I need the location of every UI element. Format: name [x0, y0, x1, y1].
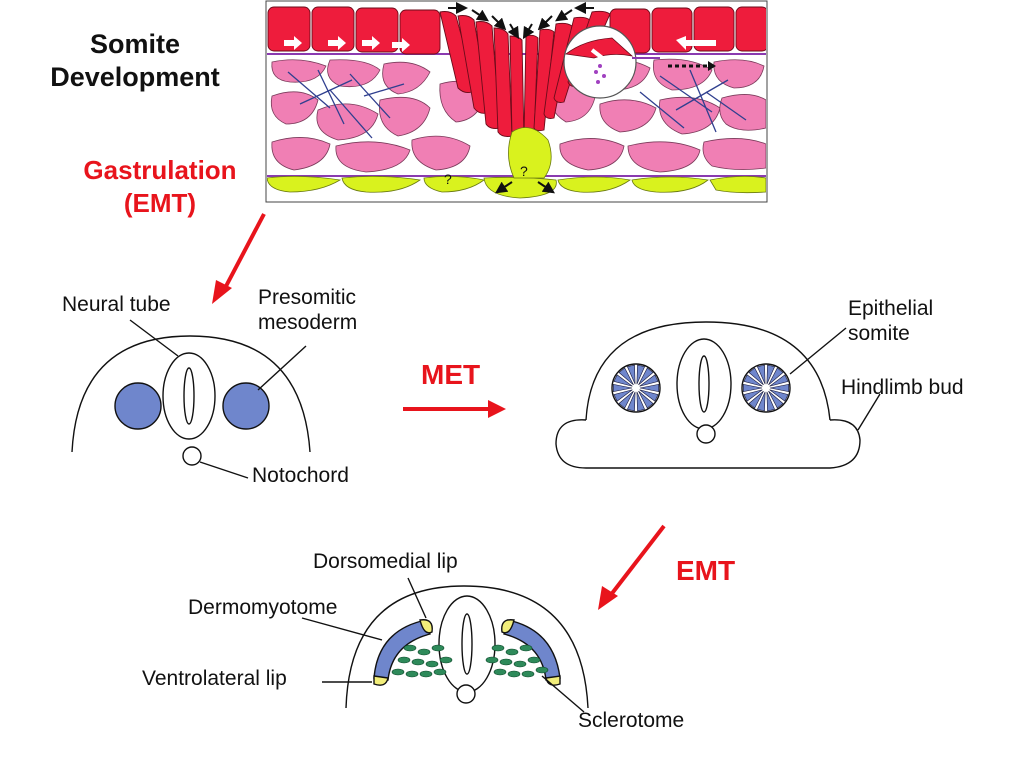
epithelial-somite-left — [611, 363, 661, 413]
neural-tube-label: Neural tube — [62, 293, 171, 316]
epithelial-line-2: somite — [848, 322, 910, 345]
magnified-inset — [563, 25, 660, 99]
hindlimb-pointer — [857, 393, 881, 431]
emt-label: EMT — [676, 555, 736, 586]
neural-tube-1 — [162, 352, 216, 440]
met-label: MET — [421, 359, 481, 390]
embryo-outline-1 — [71, 335, 311, 453]
dermomyotome-label: Dermomyotome — [188, 596, 338, 619]
dorsomedial-pointer — [407, 577, 427, 619]
notochord-1 — [182, 446, 202, 466]
gastrulation-line-2: (EMT) — [123, 188, 197, 218]
epithelial-somite-label: Epithelial somite — [848, 296, 933, 346]
dorsomedial-lip-label: Dorsomedial lip — [313, 550, 458, 573]
question-mark-left: ? — [444, 171, 452, 187]
sclerotome-cells — [391, 644, 549, 678]
neural-canal-1 — [183, 367, 195, 425]
stage3-section — [301, 577, 589, 713]
question-mark-center: ? — [520, 163, 528, 179]
sclerotome-pointer — [541, 675, 585, 713]
emt-arrow — [598, 524, 666, 610]
embryo-outline-3 — [345, 585, 589, 709]
met-arrow — [403, 400, 506, 418]
gastrulation-label: Gastrulation (EMT) — [50, 154, 270, 220]
dermomyotome-pointer — [301, 617, 383, 641]
neural-tube-3 — [438, 595, 496, 693]
gastrulation-line-1: Gastrulation — [83, 155, 237, 185]
embryo-outline-2 — [585, 321, 831, 421]
neural-canal-3 — [461, 613, 473, 675]
matrix-fibers — [287, 69, 747, 139]
hindlimb-bud-label: Hindlimb bud — [841, 376, 964, 399]
stage1-section — [71, 319, 311, 479]
neural-canal-2 — [698, 355, 710, 413]
neural-tube-pointer — [129, 319, 179, 357]
notochord-2 — [696, 424, 716, 444]
slide-title: Somite Development — [20, 28, 250, 94]
epithelial-line-1: Epithelial — [848, 297, 934, 320]
title-line-1: Somite — [89, 29, 181, 59]
presomitic-label: Presomitic mesoderm — [258, 285, 357, 335]
gastrulation-illustration: ? ? — [265, 0, 768, 203]
sclerotome-label: Sclerotome — [578, 709, 685, 732]
dorsomedial-lip-right — [501, 619, 515, 634]
presomitic-mesoderm-left — [114, 382, 162, 430]
notochord-label: Notochord — [252, 464, 349, 487]
ventrolateral-lip-left — [373, 675, 389, 686]
notochord-pointer — [199, 461, 249, 479]
presomitic-mesoderm-right — [222, 382, 270, 430]
ingression-arrows — [448, 2, 594, 194]
dashed-migration-arrow — [668, 61, 716, 71]
migration-arrows-white — [284, 36, 716, 52]
neural-tube-2 — [676, 338, 732, 430]
limb-bud-outline — [555, 419, 861, 469]
ventrolateral-lip-label: Ventrolateral lip — [142, 667, 287, 690]
stage2-section — [555, 321, 881, 469]
dorsomedial-lip-left — [419, 619, 433, 634]
epithelial-pointer — [789, 327, 847, 375]
title-line-2: Development — [50, 62, 220, 92]
presomitic-line-2: mesoderm — [258, 311, 358, 334]
presomitic-line-1: Presomitic — [258, 286, 357, 309]
epithelial-somite-right — [741, 363, 791, 413]
gastrulation-arrow — [212, 213, 266, 304]
notochord-3 — [456, 684, 476, 704]
presomitic-pointer — [257, 345, 307, 391]
